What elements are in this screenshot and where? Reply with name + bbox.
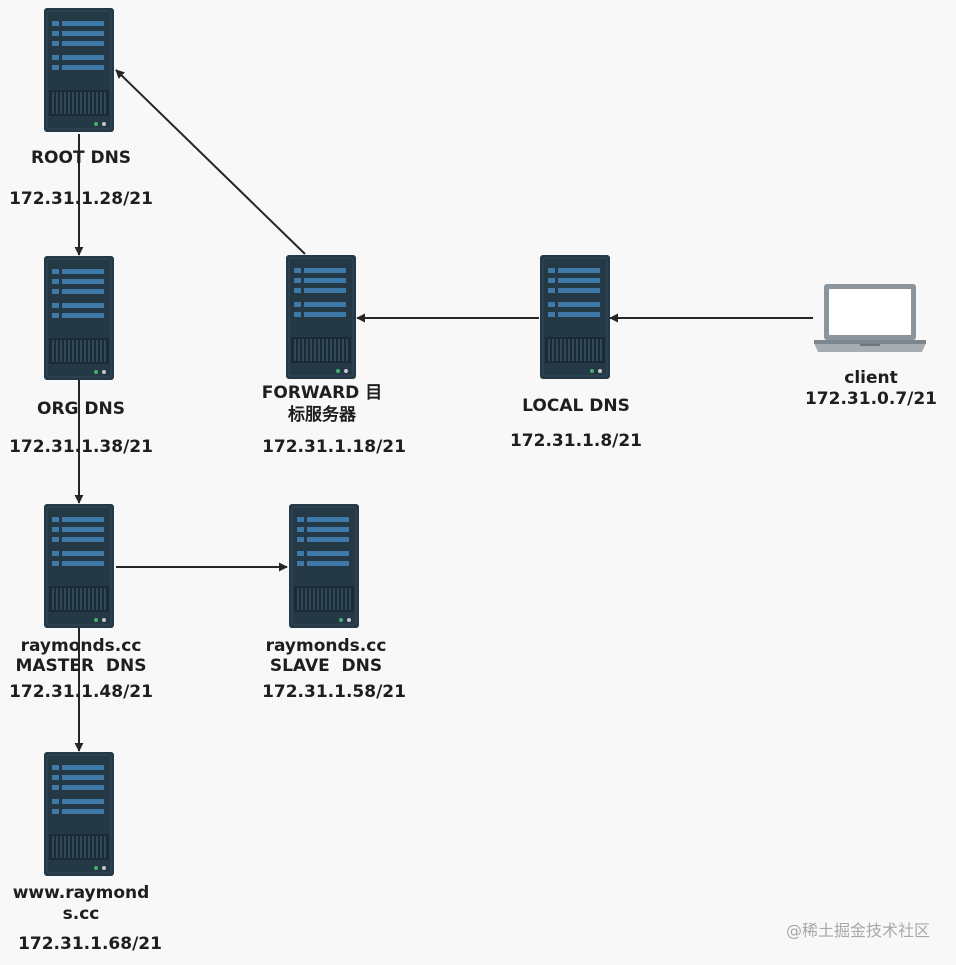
arrow-forward-to-root [115, 69, 306, 255]
laptop-icon[interactable] [814, 284, 926, 352]
slave-dns-name-line1: raymonds.cc [266, 636, 387, 656]
master-dns-ip: 172.31.1.48/21 [9, 682, 153, 702]
server-root-icon[interactable] [43, 7, 115, 133]
server-forward-icon[interactable] [285, 254, 357, 380]
server-local-icon[interactable] [539, 254, 611, 380]
slave-dns-name-line2: SLAVE DNS [270, 656, 382, 676]
client-ip: 172.31.0.7/21 [805, 389, 937, 409]
server-slave-icon[interactable] [288, 503, 360, 629]
server-www-icon[interactable] [43, 751, 115, 877]
www-host-name-line2: s.cc [63, 904, 100, 924]
node-labels: ROOT DNS 172.31.1.28/21 ORG DNS 172.31.1… [9, 148, 937, 954]
local-dns-ip: 172.31.1.8/21 [510, 431, 642, 451]
local-dns-name: LOCAL DNS [522, 396, 630, 416]
master-dns-name-line2: MASTER DNS [15, 656, 146, 676]
forward-dns-name-line2: 标服务器 [288, 404, 357, 425]
root-dns-name: ROOT DNS [31, 148, 131, 168]
server-org-icon[interactable] [43, 255, 115, 381]
forward-dns-name-line1: FORWARD 目 [262, 383, 382, 403]
watermark-text: @稀土掘金技术社区 [786, 921, 930, 940]
www-host-name-line1: www.raymond [13, 883, 150, 903]
client-name: client [844, 368, 898, 388]
org-dns-name: ORG DNS [37, 399, 125, 419]
slave-dns-ip: 172.31.1.58/21 [262, 682, 406, 702]
connection-arrows [74, 69, 813, 752]
forward-dns-ip: 172.31.1.18/21 [262, 437, 406, 457]
server-master-icon[interactable] [43, 503, 115, 629]
master-dns-name-line1: raymonds.cc [21, 636, 142, 656]
www-host-ip: 172.31.1.68/21 [18, 934, 162, 954]
org-dns-ip: 172.31.1.38/21 [9, 437, 153, 457]
root-dns-ip: 172.31.1.28/21 [9, 189, 153, 209]
